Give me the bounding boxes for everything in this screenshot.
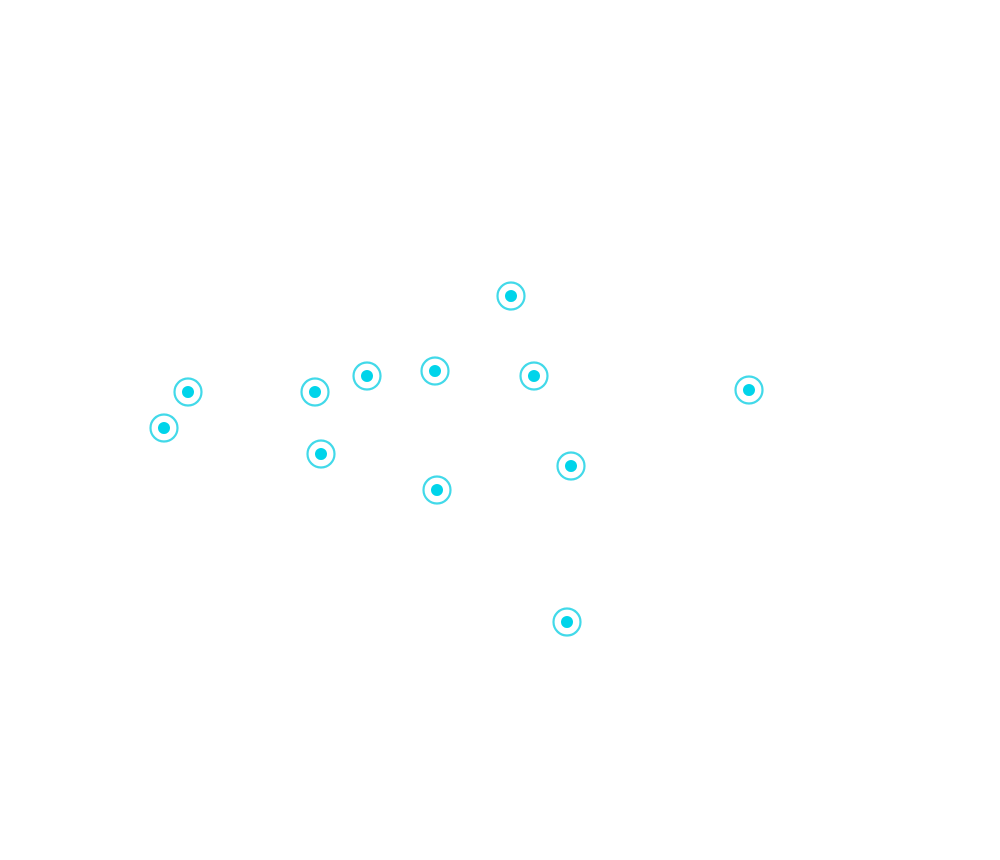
location-marker-icon[interactable] [352,361,382,391]
location-marker-icon[interactable] [173,377,203,407]
location-marker-icon[interactable] [300,377,330,407]
location-marker-icon[interactable] [420,356,450,386]
location-marker-icon[interactable] [496,281,526,311]
location-marker-icon[interactable] [556,451,586,481]
location-marker-icon[interactable] [149,413,179,443]
location-marker-icon[interactable] [734,375,764,405]
location-marker-icon[interactable] [306,439,336,469]
location-marker-icon[interactable] [552,607,582,637]
location-marker-icon[interactable] [519,361,549,391]
location-marker-icon[interactable] [422,475,452,505]
